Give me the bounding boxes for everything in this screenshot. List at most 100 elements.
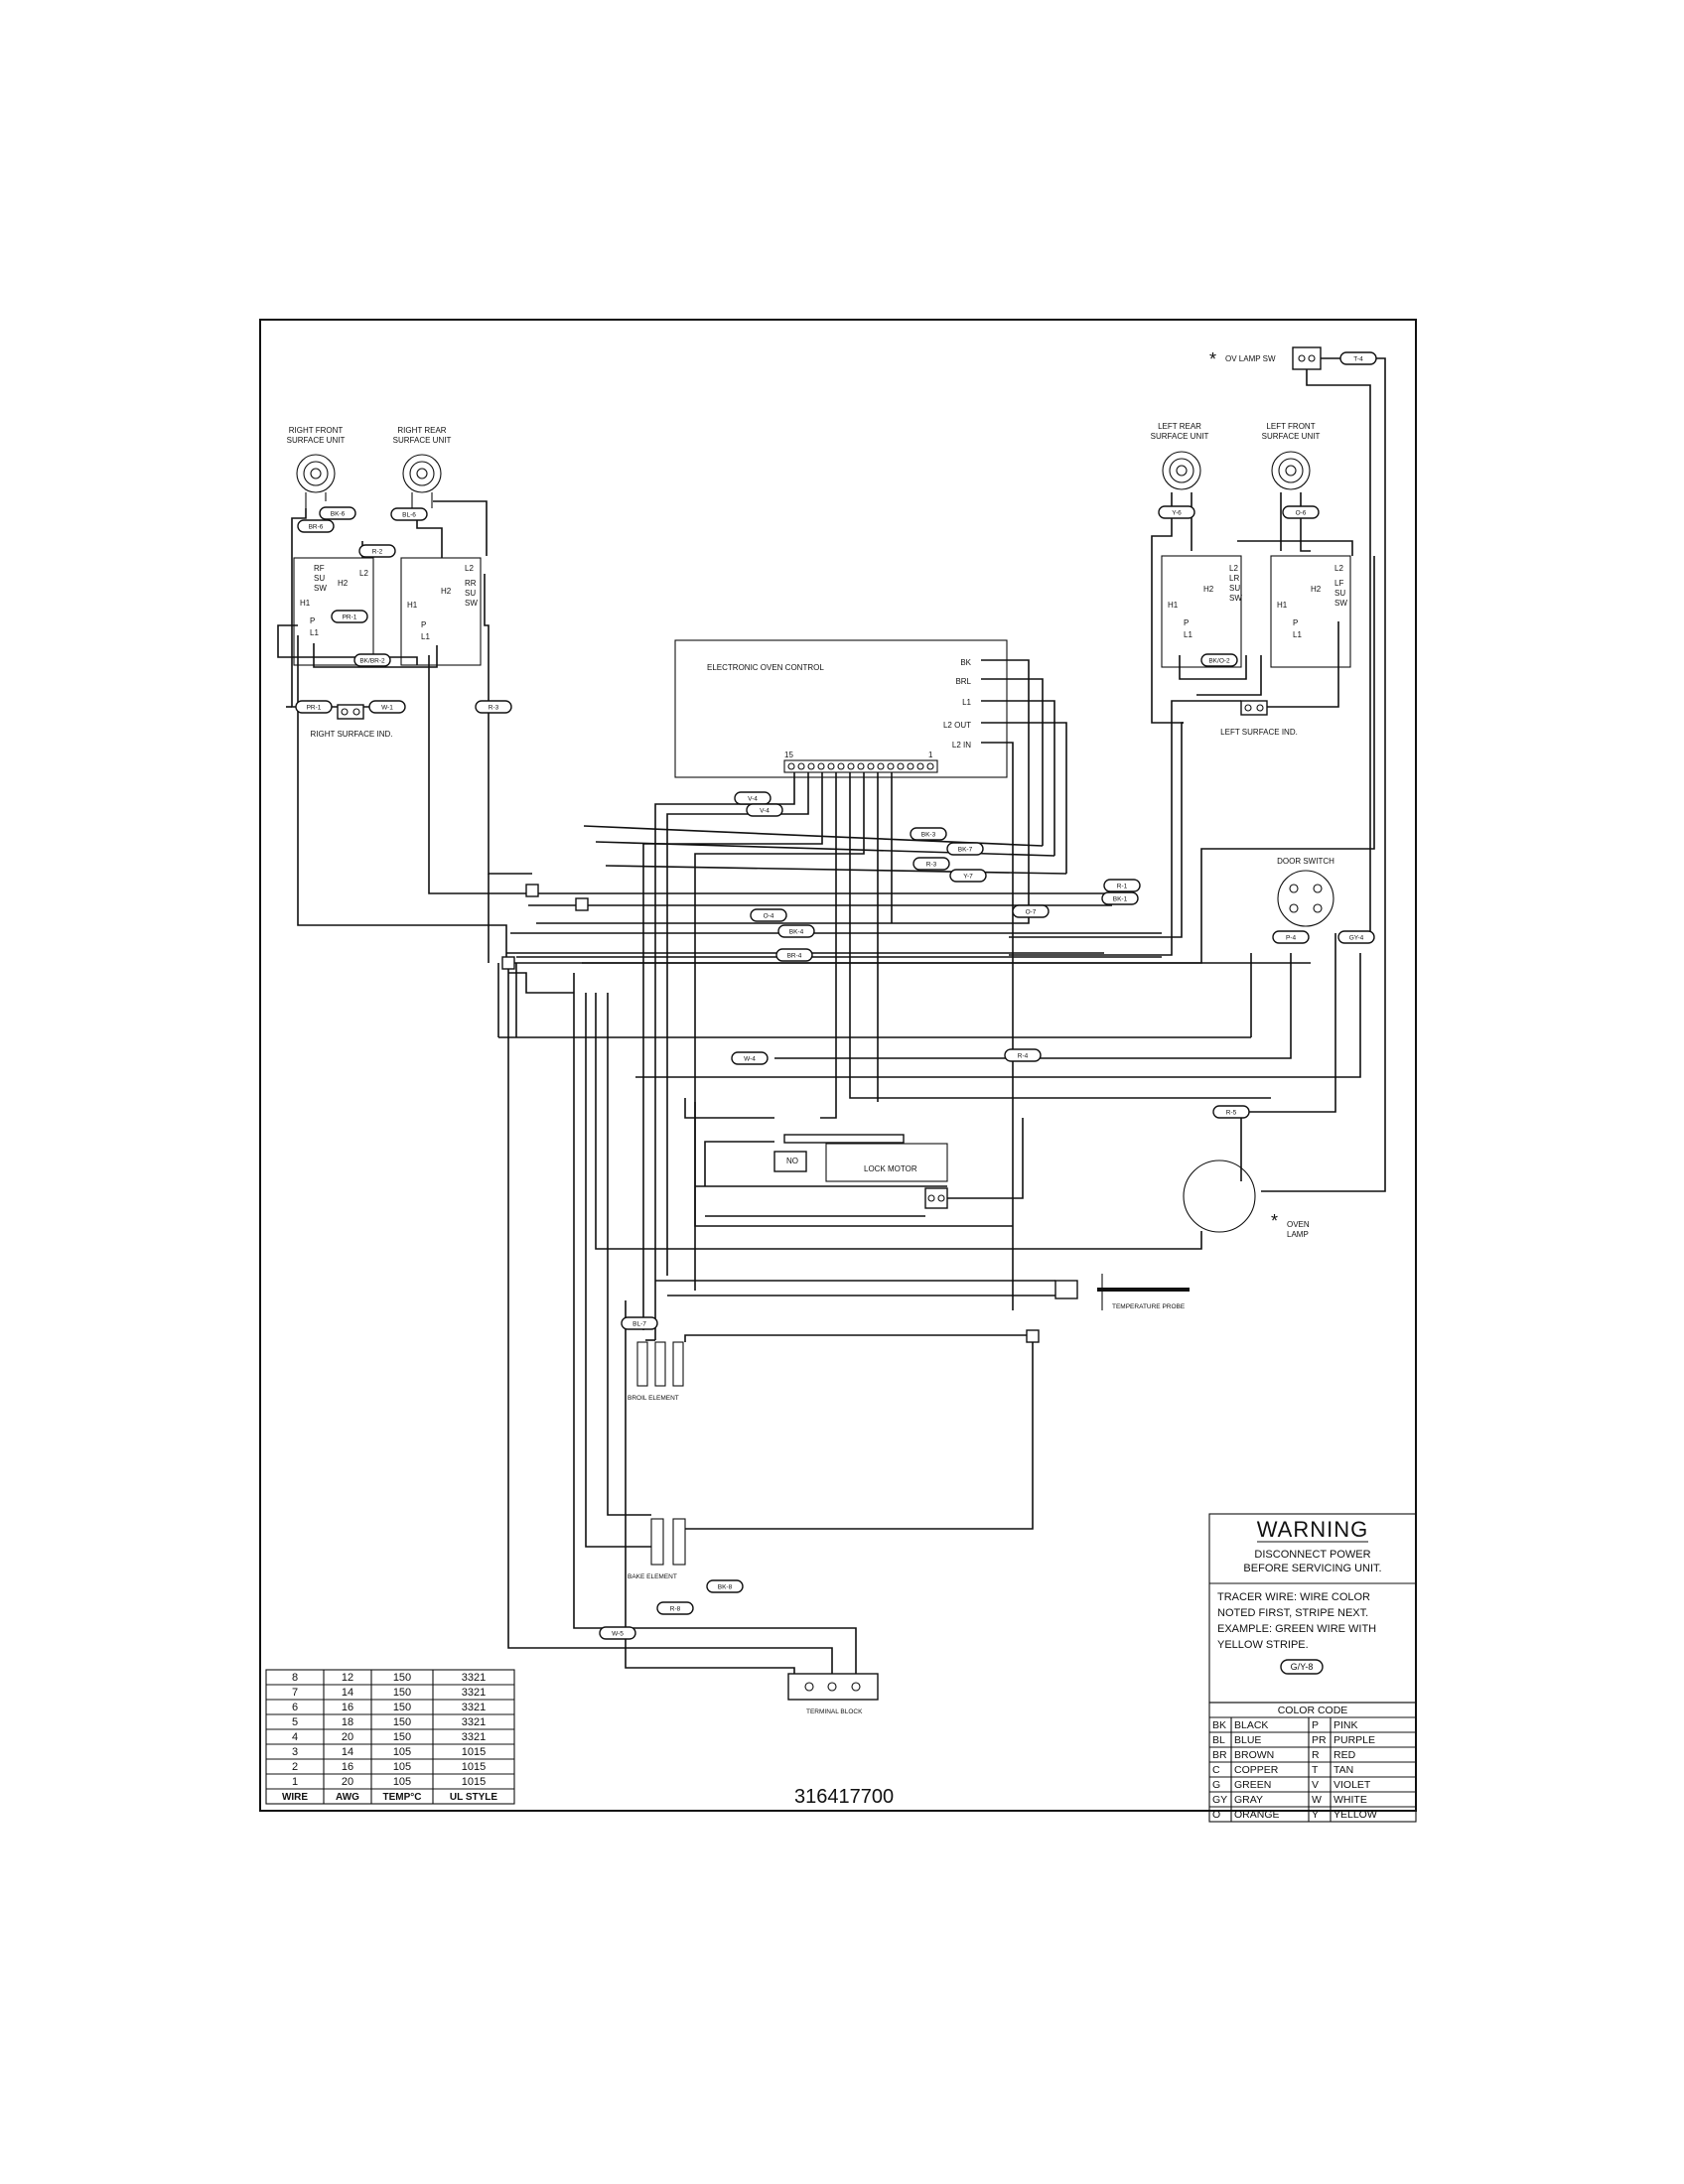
terminal-block: TERMINAL BLOCK (787, 1673, 879, 1715)
door-switch-label: DOOR SWITCH (1277, 857, 1334, 866)
lf-sw-label-2: SU (1334, 589, 1345, 598)
lock-motor: NO LOCK MOTOR (773, 1134, 948, 1209)
wire-tag-text: W-5 (612, 1631, 624, 1638)
right-front-label-2: SURFACE UNIT (287, 436, 346, 445)
wire-table-cell: 14 (342, 1746, 353, 1758)
color-code-cell: C (1212, 1764, 1220, 1776)
wire-tag-text: BR-4 (787, 953, 802, 960)
color-code-cell: WHITE (1333, 1794, 1367, 1806)
right-rear-surface-unit: RIGHT REAR SURFACE UNIT (393, 426, 451, 508)
eoc-terminal-l1: L1 (962, 698, 971, 707)
eoc-pin (797, 762, 805, 770)
color-code-cell: TAN (1333, 1764, 1353, 1776)
wire-table-cell: 1015 (462, 1776, 486, 1788)
wire-table-cell: 16 (342, 1702, 353, 1713)
wire-tag-o4: O-4 (750, 908, 787, 922)
left-front-surface-unit: LEFT FRONT SURFACE UNIT (1262, 422, 1320, 490)
rf-l1: L1 (310, 628, 319, 637)
wire-table-header: TEMP°C (383, 1792, 422, 1803)
wire-tag-text: R-5 (1226, 1110, 1237, 1117)
eoc-label: ELECTRONIC OVEN CONTROL (707, 663, 824, 672)
eoc-terminal-l2-out: L2 OUT (943, 721, 971, 730)
terminal-block-label: TERMINAL BLOCK (806, 1708, 863, 1715)
part-number: 316417700 (794, 1786, 894, 1808)
wire-tag-bk1: BK-1 (1101, 891, 1139, 905)
color-code-cell: PURPLE (1333, 1734, 1375, 1746)
lr-h1: H1 (1168, 601, 1179, 610)
wire-tag-gy4: GY-4 (1337, 930, 1375, 944)
eoc-pin (907, 762, 914, 770)
wire-tag-text: V-4 (748, 796, 758, 803)
tracer-line-1: TRACER WIRE: WIRE COLOR (1217, 1591, 1370, 1603)
wire-tag-y6: Y-6 (1158, 505, 1195, 519)
eoc-pin (787, 762, 795, 770)
color-code-cell: V (1312, 1779, 1319, 1791)
wire-tag-text: BK-6 (331, 511, 346, 518)
left-rear-label-2: SURFACE UNIT (1151, 432, 1209, 441)
wire-tag-bk4: BK-4 (777, 924, 815, 938)
wire-tag-text: R-4 (1018, 1053, 1029, 1060)
rf-sw-label-1: RF (314, 564, 325, 573)
color-code-cell: GRAY (1234, 1794, 1263, 1806)
wire-tag-text: BL-6 (402, 512, 416, 519)
wire-tag-text: V-4 (760, 808, 770, 815)
wire-table-cell: 5 (292, 1716, 298, 1728)
wire-tag-text: GY-4 (1349, 935, 1364, 942)
example-wire-tag: G/Y-8 (1291, 1662, 1314, 1672)
wire-tag-text: BK/BR-2 (359, 658, 385, 665)
rr-sw-label-1: RR (465, 579, 477, 588)
wire-table-cell: 20 (342, 1776, 353, 1788)
color-code-cell: BK (1212, 1719, 1226, 1731)
wire-tag-text: PR-1 (343, 614, 357, 621)
wire-table-cell: 8 (292, 1672, 298, 1684)
wire-tag-text: BK-3 (921, 832, 936, 839)
right-surface-ind-label: RIGHT SURFACE IND. (311, 730, 393, 739)
eoc-pin (916, 762, 924, 770)
lr-sw-label-4: SW (1229, 594, 1242, 603)
wire-tag-bl6: BL-6 (390, 507, 428, 521)
wire-table-header: UL STYLE (450, 1792, 497, 1803)
eoc-pin (817, 762, 825, 770)
eoc-pin (887, 762, 895, 770)
eoc-pin (807, 762, 815, 770)
wire-table-cell: 12 (342, 1672, 353, 1684)
wire-tag-text: O-6 (1296, 510, 1307, 517)
oven-lamp-label-2: LAMP (1287, 1230, 1309, 1239)
eoc-pin-15: 15 (784, 751, 793, 759)
right-surface-indicator: RIGHT SURFACE IND. (311, 704, 393, 739)
wire-tag-text: BK-1 (1113, 896, 1128, 903)
wire-tag-text: P-4 (1286, 935, 1297, 942)
wire-table-cell: 16 (342, 1761, 353, 1773)
lf-sw-label-3: SW (1334, 599, 1347, 608)
color-code-cell: BLACK (1234, 1719, 1268, 1731)
lf-surface-switch: L2 LF SU SW H2 H1 P L1 (1270, 555, 1351, 668)
color-code-cell: BLUE (1234, 1734, 1261, 1746)
right-rear-label-1: RIGHT REAR (397, 426, 446, 435)
color-code-cell: BR (1212, 1749, 1227, 1761)
wire-tag-text: R-1 (1117, 884, 1128, 890)
wire-tag-text: W-1 (381, 705, 393, 712)
wire-table-cell: 3321 (462, 1702, 486, 1713)
wire-table-cell: 105 (393, 1776, 411, 1788)
wire-tag-text: O-7 (1026, 909, 1037, 916)
color-code-cell: BROWN (1234, 1749, 1274, 1761)
tracer-line-3: EXAMPLE: GREEN WIRE WITH (1217, 1623, 1376, 1635)
eoc-pin-1: 1 (928, 751, 933, 759)
eoc-pin (897, 762, 905, 770)
wire-table-cell: 150 (393, 1672, 411, 1684)
color-code-title: COLOR CODE (1278, 1705, 1348, 1716)
wire-tag-text: R-3 (489, 705, 499, 712)
rr-h1: H1 (407, 601, 418, 610)
broil-element-label: BROIL ELEMENT (628, 1395, 679, 1402)
junction-squares (501, 884, 1040, 1343)
eoc-pin (857, 762, 865, 770)
wire-table-cell: 3 (292, 1746, 298, 1758)
wire-table-cell: 2 (292, 1761, 298, 1773)
wire-tag-br4: BR-4 (775, 948, 813, 962)
warning-line-1: DISCONNECT POWER (1254, 1549, 1370, 1561)
color-code-cell: PR (1312, 1734, 1327, 1746)
temperature-probe: TEMPERATURE PROBE (1054, 1274, 1190, 1310)
wire-tag-text: BK-8 (718, 1584, 733, 1591)
rr-h2: H2 (441, 587, 452, 596)
